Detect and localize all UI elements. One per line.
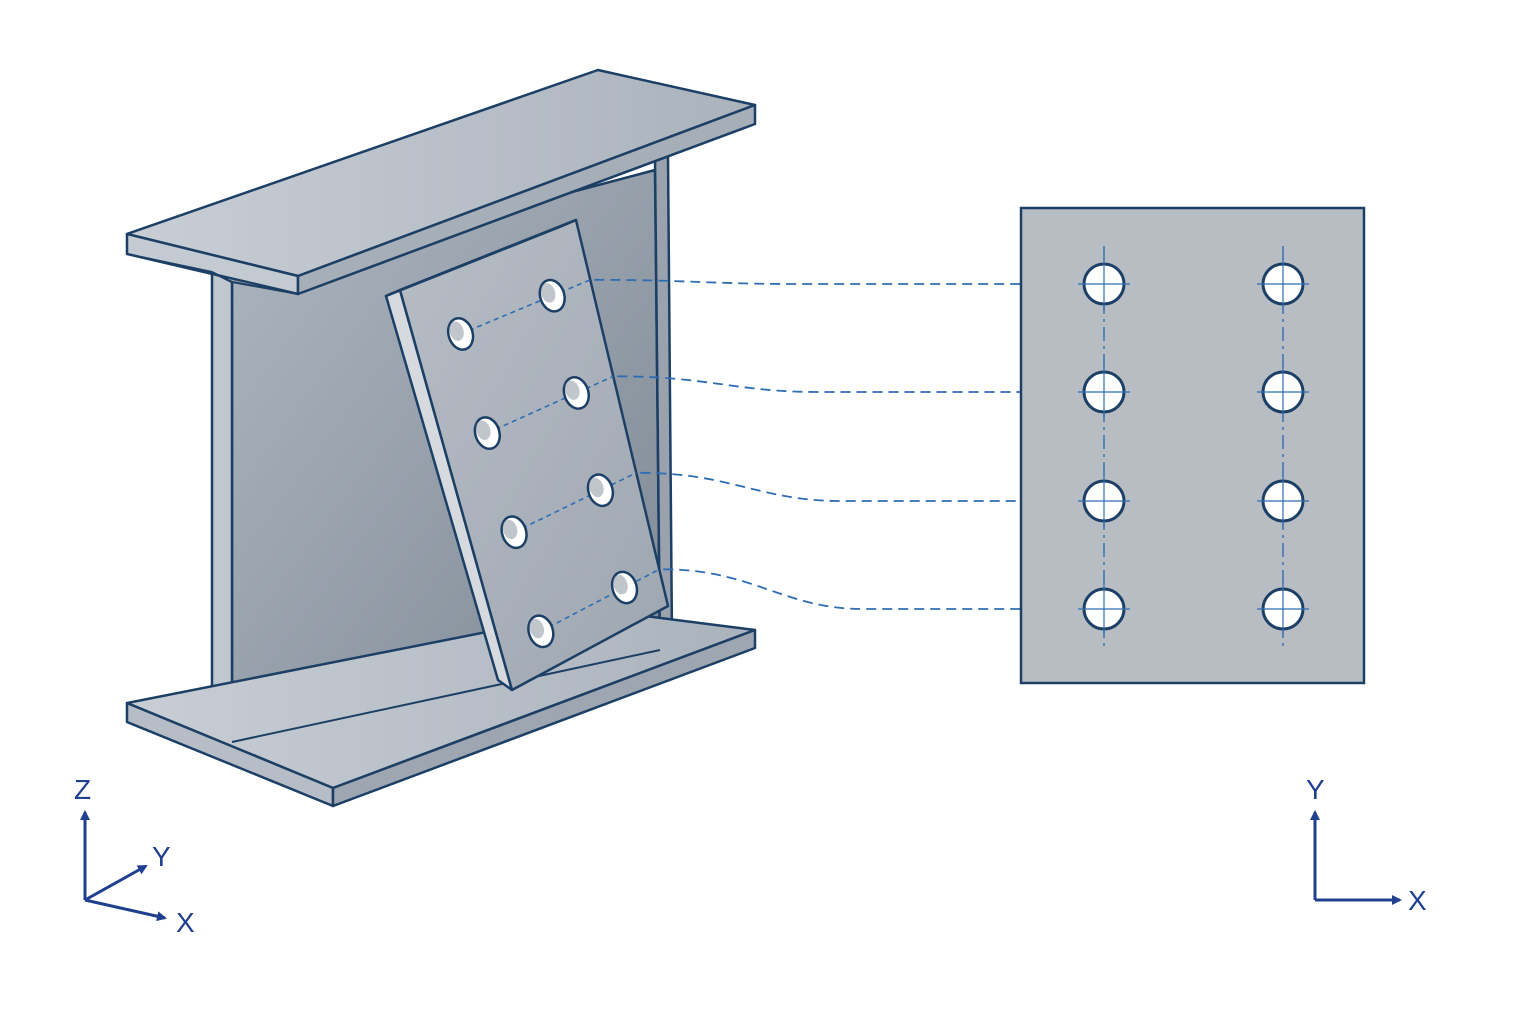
flat-plate-holes <box>1078 258 1309 635</box>
flat-bolt-hole-icon <box>1078 258 1130 310</box>
bottom-fillet-line <box>231 649 661 743</box>
hole-shadow <box>529 618 545 639</box>
axis-triad-3d <box>80 810 167 922</box>
plate-bolt-hole-icon <box>473 416 502 450</box>
projection-lines <box>594 278 1319 610</box>
y-axis-arrow-3d <box>84 864 148 902</box>
flat-bolt-hole-icon <box>1257 258 1309 310</box>
plate-bolt-hole-icon <box>538 278 566 313</box>
projection-line <box>617 375 1319 393</box>
x-axis-label-3d: X <box>176 907 195 938</box>
hole-shadow <box>564 380 580 400</box>
top-flange-side <box>296 103 757 296</box>
hole-shadow <box>502 519 518 540</box>
y-axis-label-3d: Y <box>152 841 171 872</box>
plate-hole-guides <box>460 279 660 633</box>
plate-top-edge <box>384 218 578 298</box>
flat-bolt-hole-icon <box>1257 583 1309 635</box>
projection-line <box>640 471 1319 502</box>
beam-web-left-edge <box>210 270 234 744</box>
flat-bolt-hole-icon <box>1257 475 1309 527</box>
projection-line <box>663 568 1319 610</box>
flat-bolt-hole-icon <box>1078 475 1130 527</box>
plate-bolt-hole-icon <box>446 317 475 351</box>
hole-shadow <box>475 420 491 440</box>
plate-guide-line <box>540 568 660 633</box>
plate-bolt-hole-icon <box>500 515 528 550</box>
hole-shadow <box>613 574 628 595</box>
top-flange-underside <box>126 253 299 295</box>
plate-holes-3d <box>446 278 639 649</box>
bottom-flange-side <box>331 628 757 808</box>
plate-guide-line <box>513 472 637 533</box>
projection-line <box>594 278 1319 285</box>
hole-shadow <box>540 283 556 303</box>
hole-shadow <box>588 477 604 498</box>
z-axis-label: Z <box>74 774 91 805</box>
x-axis-label-2d: X <box>1408 885 1427 916</box>
plate-guide-line <box>460 279 591 335</box>
flat-bolt-hole-icon <box>1078 366 1130 418</box>
plate-flat-view <box>1019 206 1366 685</box>
flat-bolt-hole-icon <box>1078 583 1130 635</box>
y-axis-label-2d: Y <box>1306 774 1325 805</box>
x-axis-arrow-3d <box>84 898 167 922</box>
plate-bolt-hole-icon <box>562 376 591 410</box>
plate-bolt-hole-icon <box>527 614 555 649</box>
hole-shadow <box>449 321 464 341</box>
plate-bolt-hole-icon <box>586 473 615 508</box>
flat-plate-centerlines <box>1103 246 1284 647</box>
axis-pair-2d <box>1310 810 1402 905</box>
plate-bolt-hole-icon <box>610 570 639 605</box>
flat-bolt-hole-icon <box>1257 366 1309 418</box>
